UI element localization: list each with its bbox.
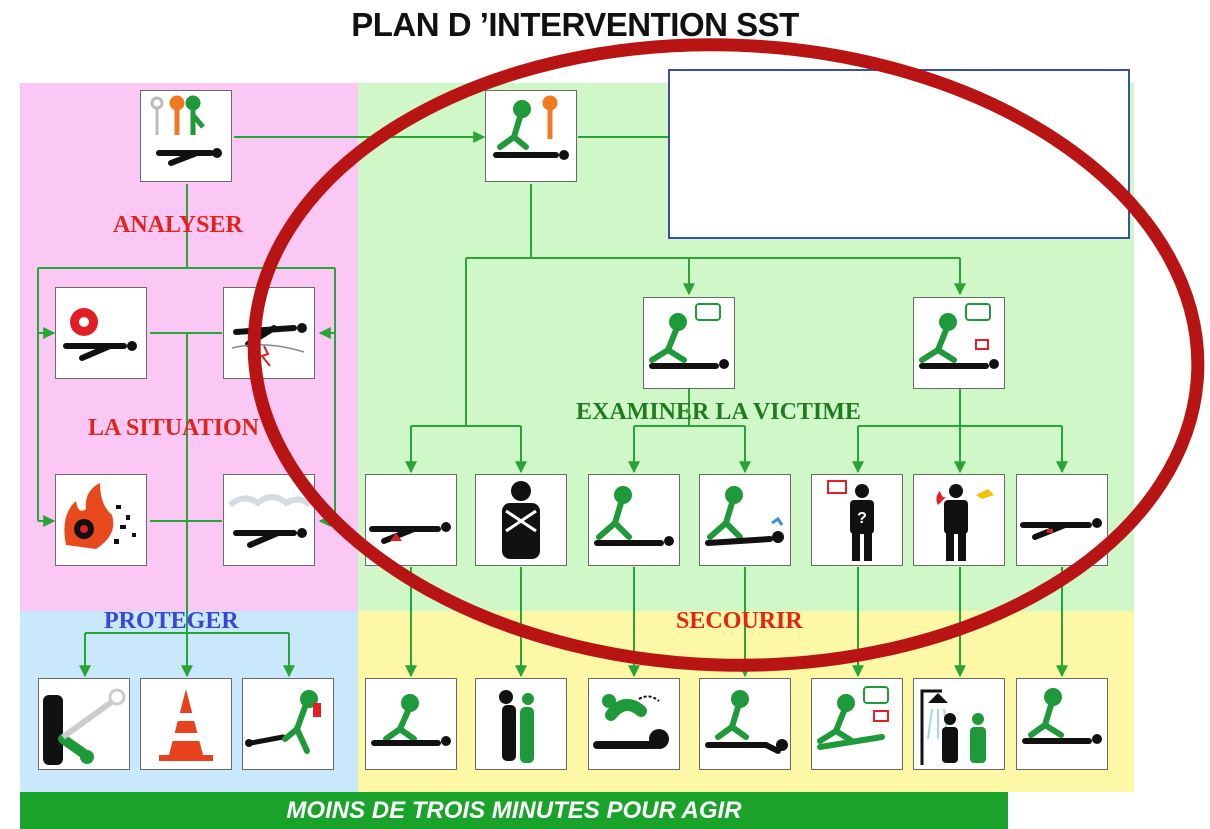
- warning-cone-icon: [140, 678, 232, 770]
- label-analyser: ANALYSER: [113, 212, 243, 238]
- persisting-danger-icon: [55, 287, 147, 379]
- unconscious-breathing-icon: [588, 474, 680, 566]
- shower-burn-icon: [913, 678, 1005, 770]
- electrical-hazard-icon: [223, 287, 315, 379]
- label-situation: LA SITUATION: [88, 415, 259, 441]
- trauma-victim-icon: [1016, 474, 1108, 566]
- choking-person-icon: [475, 474, 567, 566]
- cut-power-icon: [38, 678, 130, 770]
- blank-note-box: [668, 69, 1130, 239]
- burn-victim-icon: [913, 474, 1005, 566]
- unconscious-check-icon: [913, 297, 1005, 389]
- evacuation-icon: [242, 678, 334, 770]
- complains-of-malaise-icon: ?: [811, 474, 903, 566]
- cpr-icon: [699, 678, 791, 770]
- alert-emergency-icon: [811, 678, 903, 770]
- page-title: PLAN D ’INTERVENTION SST: [351, 6, 799, 43]
- toxic-gas-icon: [223, 474, 315, 566]
- bottom-banner: MOINS DE TROIS MINUTES POUR AGIR: [20, 792, 1008, 829]
- label-secourir: SECOURIR: [676, 608, 803, 634]
- recovery-position-icon: [588, 678, 680, 770]
- rescuer-approaching-victim-icon: [485, 90, 577, 182]
- fire-explosion-icon: [55, 474, 147, 566]
- immobilize-icon: [1016, 678, 1108, 770]
- compress-bleeding-icon: [365, 678, 457, 770]
- witnesses-and-victim-icon: [140, 90, 232, 182]
- back-blows-icon: [475, 678, 567, 770]
- svg-text:?: ?: [857, 510, 867, 527]
- label-proteger: PROTEGER: [104, 608, 239, 634]
- bleeding-victim-icon: [365, 474, 457, 566]
- conscious-check-icon: [643, 297, 735, 389]
- label-examiner: EXAMINER LA VICTIME: [576, 399, 861, 425]
- not-breathing-icon: [699, 474, 791, 566]
